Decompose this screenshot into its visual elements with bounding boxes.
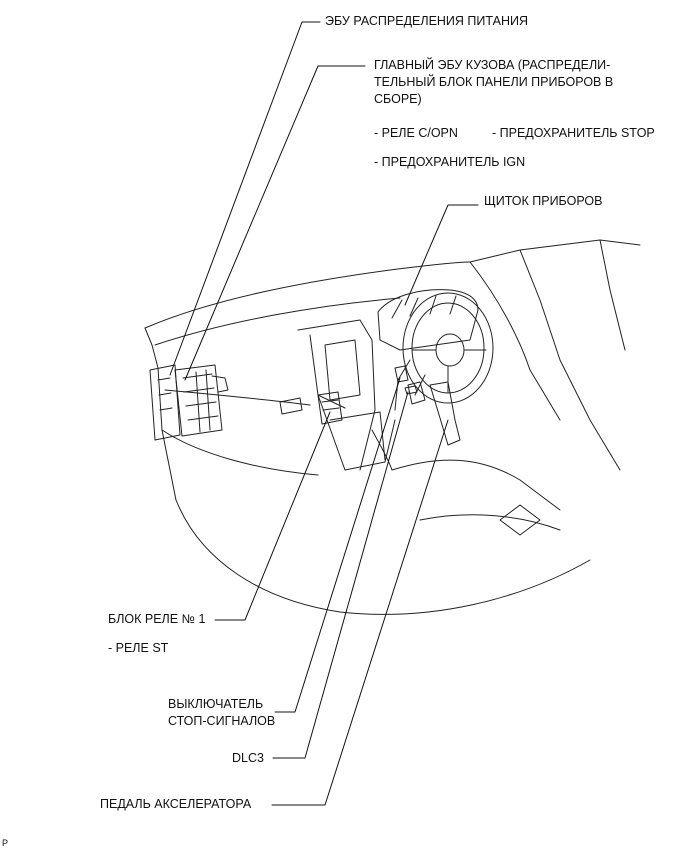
label-fuse-ign: - ПРЕДОХРАНИТЕЛЬ IGN <box>374 155 526 169</box>
leader-power-ecu <box>169 21 321 376</box>
dashboard-drawing <box>144 239 641 615</box>
label-relay-st: - РЕЛЕ ST <box>108 641 169 655</box>
figure-id: P <box>2 838 9 848</box>
label-dlc3: DLC3 <box>232 751 264 765</box>
label-fuse-stop: - ПРЕДОХРАНИТЕЛЬ STOP <box>492 126 655 140</box>
label-main-body-ecu: ГЛАВНЫЙ ЭБУ КУЗОВА (РАСПРЕДЕЛИ-ТЕЛЬНЫЙ Б… <box>374 58 614 106</box>
leader-stop-switch <box>274 377 401 713</box>
label-stop-switch-line2: СТОП-СИГНАЛОВ <box>168 714 276 728</box>
leader-combination-meter <box>404 204 479 306</box>
label-power-ecu: ЭБУ РАСПРЕДЕЛЕНИЯ ПИТАНИЯ <box>325 14 528 28</box>
label-accel-pedal: ПЕДАЛЬ АКСЕЛЕРАТОРА <box>100 797 252 811</box>
label-combination-meter: ЩИТОК ПРИБОРОВ <box>484 194 603 208</box>
label-relay-block-1: БЛОК РЕЛЕ № 1 <box>108 612 206 626</box>
leader-main-body-ecu <box>184 65 366 381</box>
label-relay-copn: - РЕЛЕ C/OPN <box>374 126 458 140</box>
leader-accel <box>271 419 449 806</box>
label-stop-switch-line1: ВЫКЛЮЧАТЕЛЬ <box>168 697 264 711</box>
leader-relay-block <box>214 411 331 621</box>
leader-lines <box>169 21 479 806</box>
leader-dlc3 <box>272 391 409 759</box>
